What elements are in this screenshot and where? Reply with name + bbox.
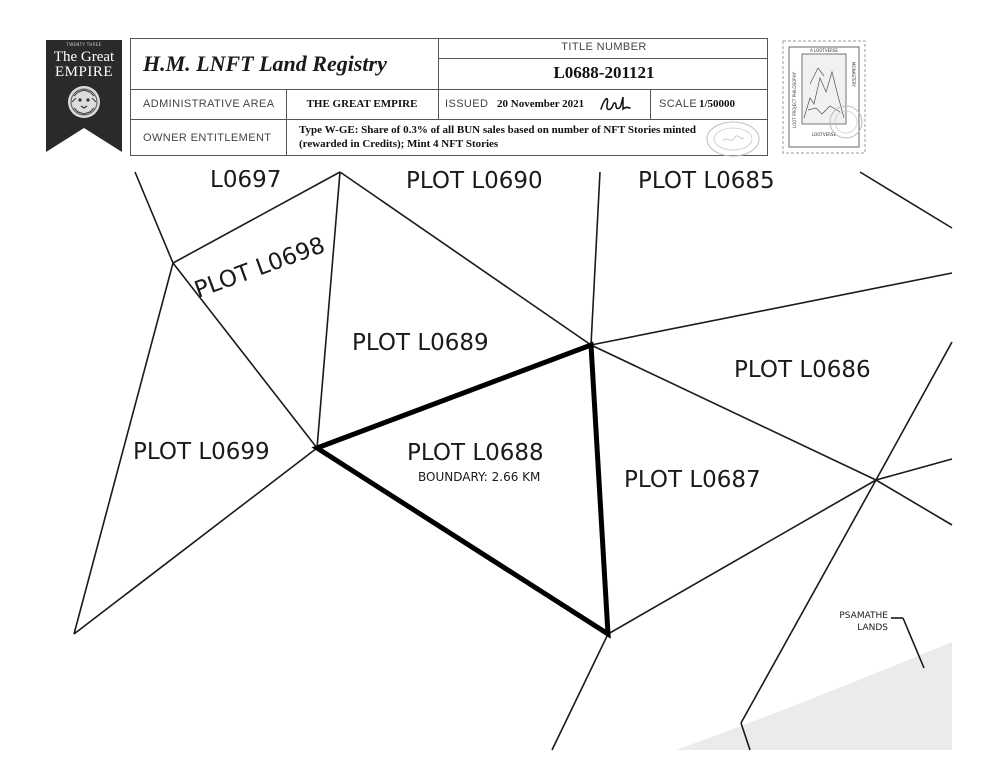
boundary-length: BOUNDARY: 2.66 KM [418, 470, 540, 484]
registry-title: H.M. LNFT Land Registry [143, 51, 387, 76]
signature-icon [600, 96, 631, 111]
admin-area-value: THE GREAT EMPIRE [306, 98, 418, 110]
banner-small-text: TWENTY THREE [66, 42, 102, 47]
plot-label-l0697: L0697 [210, 167, 281, 193]
lion-crest-icon [68, 86, 100, 118]
plot-label-l0699: PLOT L0699 [133, 439, 270, 465]
plot-label-l0689: PLOT L0689 [352, 330, 489, 356]
stamp-side-right: MONASTERY [851, 62, 856, 87]
plot-l0688-boundary[interactable] [311, 341, 611, 639]
plot-boundaries [73, 171, 953, 751]
stamp-bottom-text: LOOTVERSE [812, 132, 836, 137]
plot-label-l0690: PLOT L0690 [406, 168, 543, 194]
registry-header: H.M. LNFT Land Registry TITLE NUMBER L06… [130, 38, 768, 157]
plot-label-l0698: PLOT L0698 [191, 232, 328, 303]
scale-label: SCALE [659, 98, 698, 110]
plot-label-l0685: PLOT L0685 [638, 168, 775, 194]
issued-label: ISSUED [445, 98, 489, 110]
title-number-label: TITLE NUMBER [561, 41, 647, 53]
banner-title-line1: The Great [53, 49, 115, 65]
owner-entitlement-label: OWNER ENTITLEMENT [143, 132, 272, 144]
banner-title-line2: EMPIRE [54, 64, 113, 80]
stamp-side-left: LOOT PROJECT PHILOSOPHY [792, 71, 797, 128]
empire-banner: TWENTY THREE The Great EMPIRE [46, 40, 122, 152]
psamathe-lands-area [676, 642, 952, 750]
stamp-top-text: A LOOTVERSE [810, 48, 838, 53]
owner-entitlement-value: Type W-GE: Share of 0.3% of all BUN sale… [299, 124, 697, 150]
psamathe-lands-label-2: LANDS [857, 623, 888, 633]
postmark-seal-icon [706, 121, 760, 157]
title-number-value: L0688-201121 [553, 63, 655, 82]
postage-stamp: A LOOTVERSE LOOT PROJECT PHILOSOPHY MONA… [782, 40, 866, 154]
issued-date: 20 November 2021 [497, 98, 585, 110]
plot-label-l0688: PLOT L0688 [407, 440, 544, 466]
admin-area-label: ADMINISTRATIVE AREA [143, 98, 275, 110]
psamathe-lands-label-1: PSAMATHE [839, 611, 888, 621]
plot-label-l0686: PLOT L0686 [734, 357, 871, 383]
scale-value: 1/50000 [699, 98, 736, 110]
plot-label-l0687: PLOT L0687 [624, 467, 761, 493]
